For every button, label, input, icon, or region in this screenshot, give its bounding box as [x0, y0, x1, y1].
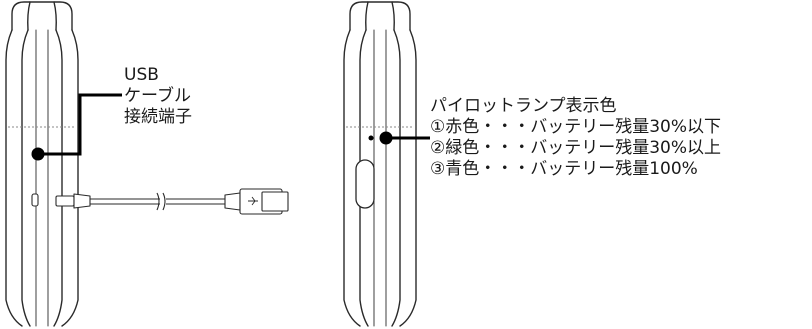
- usb-callout-line: 接続端子: [124, 107, 192, 127]
- lamp-callout-item: ③青色・・・バッテリー残量100%: [430, 159, 698, 179]
- lamp-callout-item: ②緑色・・・バッテリー残量30%以上: [430, 138, 722, 158]
- usb-callout-line: ケーブル: [124, 86, 191, 106]
- left-device-body: [5, 1, 79, 327]
- device-button: [355, 159, 375, 209]
- lamp-callout-title: パイロットランプ表示色: [430, 96, 617, 116]
- usb-callout-dot: [31, 147, 45, 161]
- usb-callout-leader: [44, 93, 122, 156]
- lamp-callout-item: ①赤色・・・バッテリー残量30%以下: [430, 117, 722, 137]
- right-device-body: [343, 1, 417, 327]
- lamp-callout-text: パイロットランプ表示色 ①赤色・・・バッテリー残量30%以下 ②緑色・・・バッテ…: [430, 96, 721, 180]
- usb-callout-line: USB: [124, 65, 159, 85]
- usb-port: [31, 193, 39, 207]
- lamp-callout-dot: [379, 131, 393, 145]
- usb-callout-text: USB ケーブル 接続端子: [124, 65, 192, 128]
- usb-cable: [55, 188, 289, 215]
- pilot-lamp: [368, 135, 374, 141]
